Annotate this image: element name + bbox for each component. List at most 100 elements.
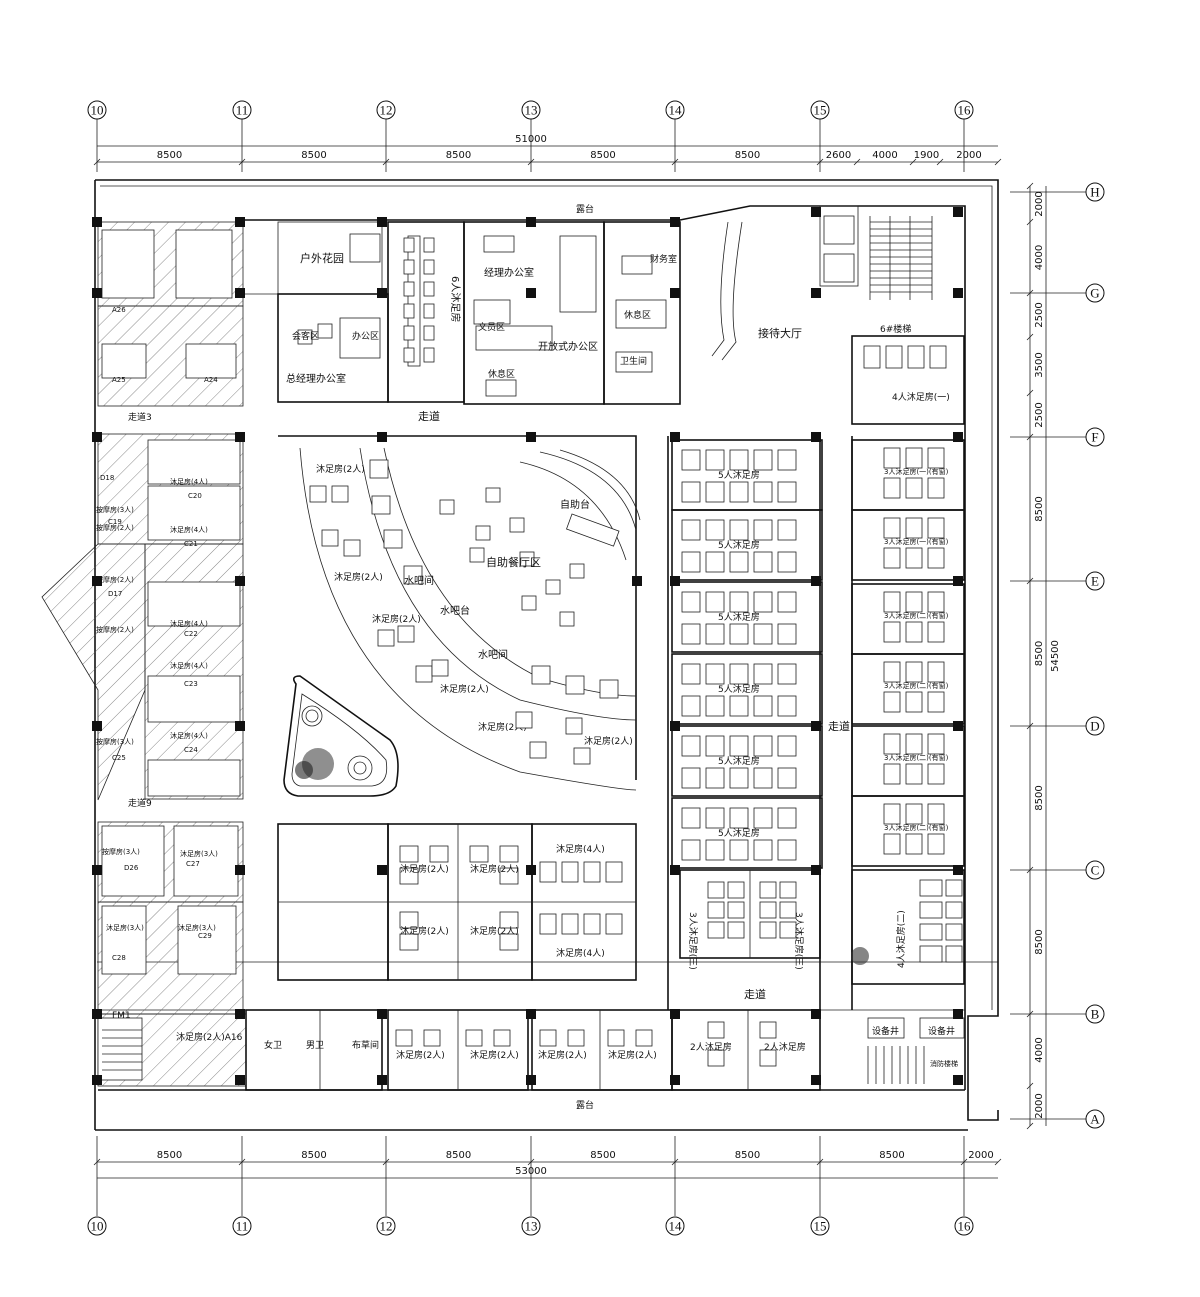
axis-label-right: G xyxy=(1090,286,1099,301)
chair xyxy=(777,449,797,471)
chair xyxy=(681,481,701,503)
structural-column xyxy=(235,721,245,731)
chair xyxy=(499,911,519,929)
five-room-label: 5人沐足房 xyxy=(718,683,760,695)
room-code-label: D18 xyxy=(100,474,114,482)
axis-label-top: 13 xyxy=(525,103,538,118)
chair xyxy=(423,237,435,253)
room-code-label: D17 xyxy=(108,590,122,598)
corridor-right-label: 走道 xyxy=(828,719,850,733)
chair xyxy=(397,625,415,643)
water-bar-room2-label: 水吧间 xyxy=(478,648,508,661)
buffet-area-label: 自助餐厅区 xyxy=(486,555,541,569)
chair xyxy=(705,839,725,861)
chair xyxy=(681,735,701,757)
five-room-label: 5人沐足房 xyxy=(718,827,760,839)
chair xyxy=(777,695,797,717)
bottom-foot2-2: 沐足房(2人) xyxy=(470,1049,519,1061)
chair xyxy=(727,901,745,919)
chair xyxy=(753,449,773,471)
chair xyxy=(777,481,797,503)
chair xyxy=(883,517,901,539)
axis-bubble-bottom xyxy=(954,1216,974,1236)
outdoor-garden-label: 户外花园 xyxy=(300,251,344,265)
chair xyxy=(759,921,777,939)
restroom-label: 卫生间 xyxy=(620,355,647,367)
structural-column xyxy=(377,288,387,298)
massage-room-label: 按摩房(3人) xyxy=(102,847,140,856)
chair xyxy=(403,259,415,275)
structural-column xyxy=(377,1009,387,1019)
four-room-2-label: 4人沐足房(二) xyxy=(895,910,907,968)
chair xyxy=(883,661,901,683)
chair xyxy=(759,881,777,899)
rest-area-label: 休息区 xyxy=(624,309,651,321)
structural-column xyxy=(670,1075,680,1085)
five-room-box xyxy=(671,725,823,797)
chair xyxy=(399,845,419,863)
chair xyxy=(681,519,701,541)
chair xyxy=(681,551,701,573)
chair xyxy=(777,767,797,789)
axis-label-bottom: 10 xyxy=(91,1219,104,1234)
four-room-1-label: 4人沐足房(一) xyxy=(892,391,950,403)
axis-label-top: 15 xyxy=(814,103,827,118)
left-foot-room-label: 沐足房(3人) xyxy=(180,849,218,858)
axis-label-top: 11 xyxy=(236,103,249,118)
chair xyxy=(753,695,773,717)
room-code-label: C20 xyxy=(188,492,202,500)
structural-column xyxy=(377,1075,387,1085)
chair xyxy=(607,1029,625,1047)
structural-column xyxy=(670,217,680,227)
structural-column xyxy=(526,217,536,227)
chair xyxy=(777,623,797,645)
manager-office-label: 经理办公室 xyxy=(484,266,534,279)
chair xyxy=(431,659,449,677)
axis-label-right: E xyxy=(1091,574,1099,589)
structural-column xyxy=(526,432,536,442)
chair xyxy=(729,449,749,471)
foot2-c-label: 沐足房(2人) xyxy=(372,613,421,625)
chair xyxy=(681,663,701,685)
chair xyxy=(905,621,923,643)
axis-label-right: D xyxy=(1090,719,1099,734)
room-code-label: A25 xyxy=(112,376,126,384)
chair xyxy=(499,845,519,863)
structural-column xyxy=(235,1075,245,1085)
water-bar-counter-label: 水吧台 xyxy=(440,604,470,617)
chair xyxy=(539,861,557,883)
dim-right-segment: 8500 xyxy=(1034,785,1045,810)
chair xyxy=(905,803,923,825)
axis-bubble-bottom xyxy=(376,1216,396,1236)
chair xyxy=(759,1049,777,1067)
chair xyxy=(753,839,773,861)
three-room-label: 3人沐足房(一)(有窗) xyxy=(884,537,949,546)
axis-bubble-bottom xyxy=(87,1216,107,1236)
axis-bubble-right xyxy=(1085,1109,1105,1129)
room-code-label: C28 xyxy=(112,954,126,962)
chair xyxy=(729,767,749,789)
chair xyxy=(777,519,797,541)
foot2-b-label: 沐足房(2人) xyxy=(334,571,383,583)
female-wc-label: 女卫 xyxy=(264,1039,282,1051)
structural-column xyxy=(92,1009,102,1019)
chair xyxy=(309,485,327,503)
structural-column xyxy=(670,721,680,731)
buffet-table xyxy=(469,547,485,563)
chair xyxy=(415,665,433,683)
structural-columns xyxy=(92,207,963,1085)
chair xyxy=(905,477,923,499)
structural-column xyxy=(670,865,680,875)
dim-right-segment: 2500 xyxy=(1034,302,1045,327)
office-desk-label: 办公区 xyxy=(352,330,379,342)
chair xyxy=(753,663,773,685)
axis-bubble-right xyxy=(1085,283,1105,303)
structural-column xyxy=(235,288,245,298)
top-offices: 户外花园 总经理办公室 会客区 办公区 经理办公室 开放式办公区 财务室 休息区… xyxy=(244,203,802,423)
foot2-e-label: 沐足房(2人) xyxy=(478,721,527,733)
structural-column xyxy=(953,721,963,731)
chair xyxy=(403,303,415,319)
structural-column xyxy=(92,865,102,875)
chair xyxy=(919,901,943,919)
